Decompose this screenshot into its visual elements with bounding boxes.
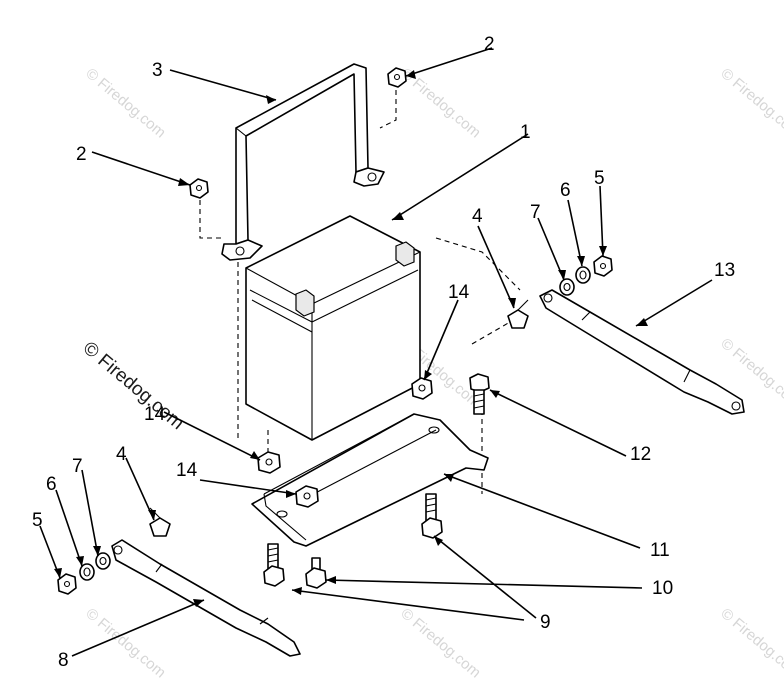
callout-1: 1 — [520, 122, 531, 143]
tray-nut — [295, 485, 319, 508]
flange-nut — [305, 557, 327, 589]
callout-9: 9 — [540, 612, 551, 633]
terminal-nut — [593, 255, 613, 277]
watermark-text: © Firedog.com — [717, 65, 784, 141]
battery-cable-right — [539, 289, 745, 415]
tray-nut — [257, 451, 281, 474]
terminal-bolt — [507, 299, 529, 329]
hold-down-bracket — [221, 63, 385, 261]
callout-13: 13 — [714, 260, 735, 281]
callout-14: 14 — [448, 282, 470, 303]
leader-lines — [39, 47, 713, 657]
callout-4: 4 — [116, 444, 127, 465]
alignment-lines — [199, 90, 521, 494]
callout-4: 4 — [472, 206, 483, 227]
callout-11: 11 — [650, 540, 670, 561]
watermark-text-dark: © Firedog.com — [79, 338, 188, 434]
bracket-nut — [189, 178, 209, 199]
tray-bolt — [469, 373, 490, 415]
callout-5: 5 — [594, 168, 605, 189]
mounting-bolt — [421, 493, 443, 539]
callout-14: 14 — [176, 460, 198, 481]
flat-washer — [559, 278, 575, 296]
terminal-nut — [57, 573, 77, 595]
callout-2: 2 — [484, 34, 495, 55]
callout-7: 7 — [72, 456, 83, 477]
callout-6: 6 — [560, 180, 571, 201]
callout-10: 10 — [652, 578, 673, 599]
battery — [245, 215, 421, 441]
callout-6: 6 — [46, 474, 57, 495]
callout-7: 7 — [530, 202, 541, 223]
callout-12: 12 — [630, 444, 651, 465]
battery-cable-left — [111, 539, 301, 657]
callout-2: 2 — [76, 144, 87, 165]
bracket-nut — [387, 67, 407, 88]
terminal-bolt — [149, 507, 171, 537]
watermark-text: © Firedog.com — [82, 605, 168, 681]
flat-washer — [95, 552, 111, 570]
callout-5: 5 — [32, 510, 43, 531]
mounting-bolt — [263, 543, 285, 587]
watermark-text: © Firedog.com — [397, 605, 483, 681]
callout-8: 8 — [58, 650, 69, 671]
callout-labels: 1 2 2 3 4 4 5 5 6 6 7 7 8 9 10 11 12 13 … — [32, 34, 735, 671]
battery-tray — [251, 413, 489, 547]
watermark-text: © Firedog.com — [717, 605, 784, 681]
callout-14: 14 — [144, 404, 166, 425]
lock-washer — [575, 266, 591, 284]
lock-washer — [79, 563, 95, 581]
tray-nut — [411, 377, 433, 400]
callout-3: 3 — [152, 60, 163, 81]
